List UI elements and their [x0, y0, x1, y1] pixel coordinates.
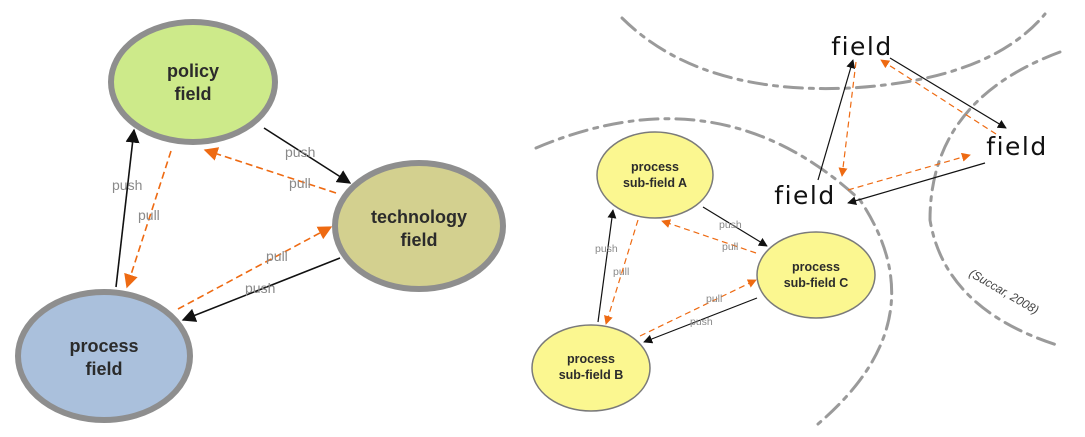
arrow-field-left-to-field-right-pull: [847, 152, 971, 191]
edge-label-process-policy-push: push: [112, 177, 142, 193]
policy-field-label-line2: field: [174, 84, 211, 104]
field-label-right: field: [986, 132, 1047, 161]
boundary-curve-right: [928, 50, 1062, 348]
field-label-left: field: [774, 181, 835, 210]
process-subfield-b-node: process sub-field B: [531, 324, 651, 412]
technology-field-label-line2: field: [400, 230, 437, 250]
edge-label-subfield-a-c-push: push: [719, 219, 742, 231]
edge-label-technology-policy-pull: pull: [289, 175, 311, 191]
arrow-field-left-to-field-top-push: [817, 59, 856, 181]
arrow-process-to-policy-push: [115, 128, 140, 288]
process-subfield-b-label-line1: process: [567, 352, 615, 366]
process-subfield-c-node: process sub-field C: [756, 231, 876, 319]
edge-label-subfield-c-b-push: push: [690, 316, 713, 328]
arrow-technology-to-policy-pull: [203, 147, 337, 194]
edge-label-policy-technology-push: push: [285, 144, 315, 160]
process-subfield-a-label-line2: sub-field A: [623, 176, 687, 190]
right-field-diagram: field field field process sub-field A pr…: [531, 12, 1062, 426]
edge-label-technology-process-push: push: [245, 280, 275, 296]
left-field-diagram: policy field technology field process fi…: [15, 19, 506, 423]
arrow-technology-to-process-push: [181, 257, 341, 322]
process-field-label-line1: process: [69, 336, 138, 356]
arrow-field-top-to-field-left-pull: [838, 61, 857, 177]
process-subfield-b-label-line2: sub-field B: [559, 368, 624, 382]
arrow-process-to-technology-pull: [177, 226, 333, 310]
arrow-policy-to-process-pull: [124, 150, 172, 289]
process-subfield-a-node: process sub-field A: [596, 131, 714, 219]
technology-field-node: technology field: [332, 160, 506, 292]
process-field-ellipse: [15, 289, 193, 423]
arrow-subfield-c-to-a-pull: [661, 219, 757, 254]
policy-field-label-line1: policy: [167, 61, 219, 81]
process-subfield-b-ellipse: [531, 324, 651, 412]
process-field-node: process field: [15, 289, 193, 423]
process-subfield-a-label-line1: process: [631, 160, 679, 174]
policy-field-ellipse: [108, 19, 278, 145]
arrow-subfield-a-to-c-push: [702, 206, 768, 247]
arrow-subfield-b-to-a-push: [597, 209, 617, 323]
process-field-label-line2: field: [85, 359, 122, 379]
arrow-field-top-to-field-right-push: [889, 57, 1007, 129]
arrow-field-right-to-field-top-pull: [880, 59, 997, 135]
citation-text: (Succar, 2008): [967, 266, 1042, 317]
process-subfield-c-label-line1: process: [792, 260, 840, 274]
arrow-subfield-a-to-b-pull: [604, 219, 639, 325]
policy-field-node: policy field: [108, 19, 278, 145]
boundary-curve-left: [534, 117, 894, 426]
process-subfield-c-ellipse: [756, 231, 876, 319]
technology-field-label-line1: technology: [371, 207, 467, 227]
edge-label-process-technology-pull: pull: [266, 248, 288, 264]
arrow-policy-to-technology-push: [263, 127, 352, 184]
edge-label-subfield-a-b-pull: pull: [613, 266, 629, 278]
process-subfield-a-ellipse: [596, 131, 714, 219]
edge-label-subfield-b-c-pull: pull: [706, 293, 722, 305]
process-subfield-c-label-line2: sub-field C: [784, 276, 849, 290]
edge-label-policy-process-pull: pull: [138, 207, 160, 223]
arrow-subfield-b-to-c-pull: [639, 279, 757, 337]
arrow-field-right-to-field-left-push: [847, 162, 986, 206]
edge-label-subfield-b-a-push: push: [595, 243, 618, 255]
boundary-curve-top: [620, 12, 1047, 91]
field-label-top: field: [831, 32, 892, 61]
technology-field-ellipse: [332, 160, 506, 292]
arrow-subfield-c-to-b-push: [643, 297, 758, 344]
edge-label-subfield-c-a-pull: pull: [722, 241, 738, 253]
